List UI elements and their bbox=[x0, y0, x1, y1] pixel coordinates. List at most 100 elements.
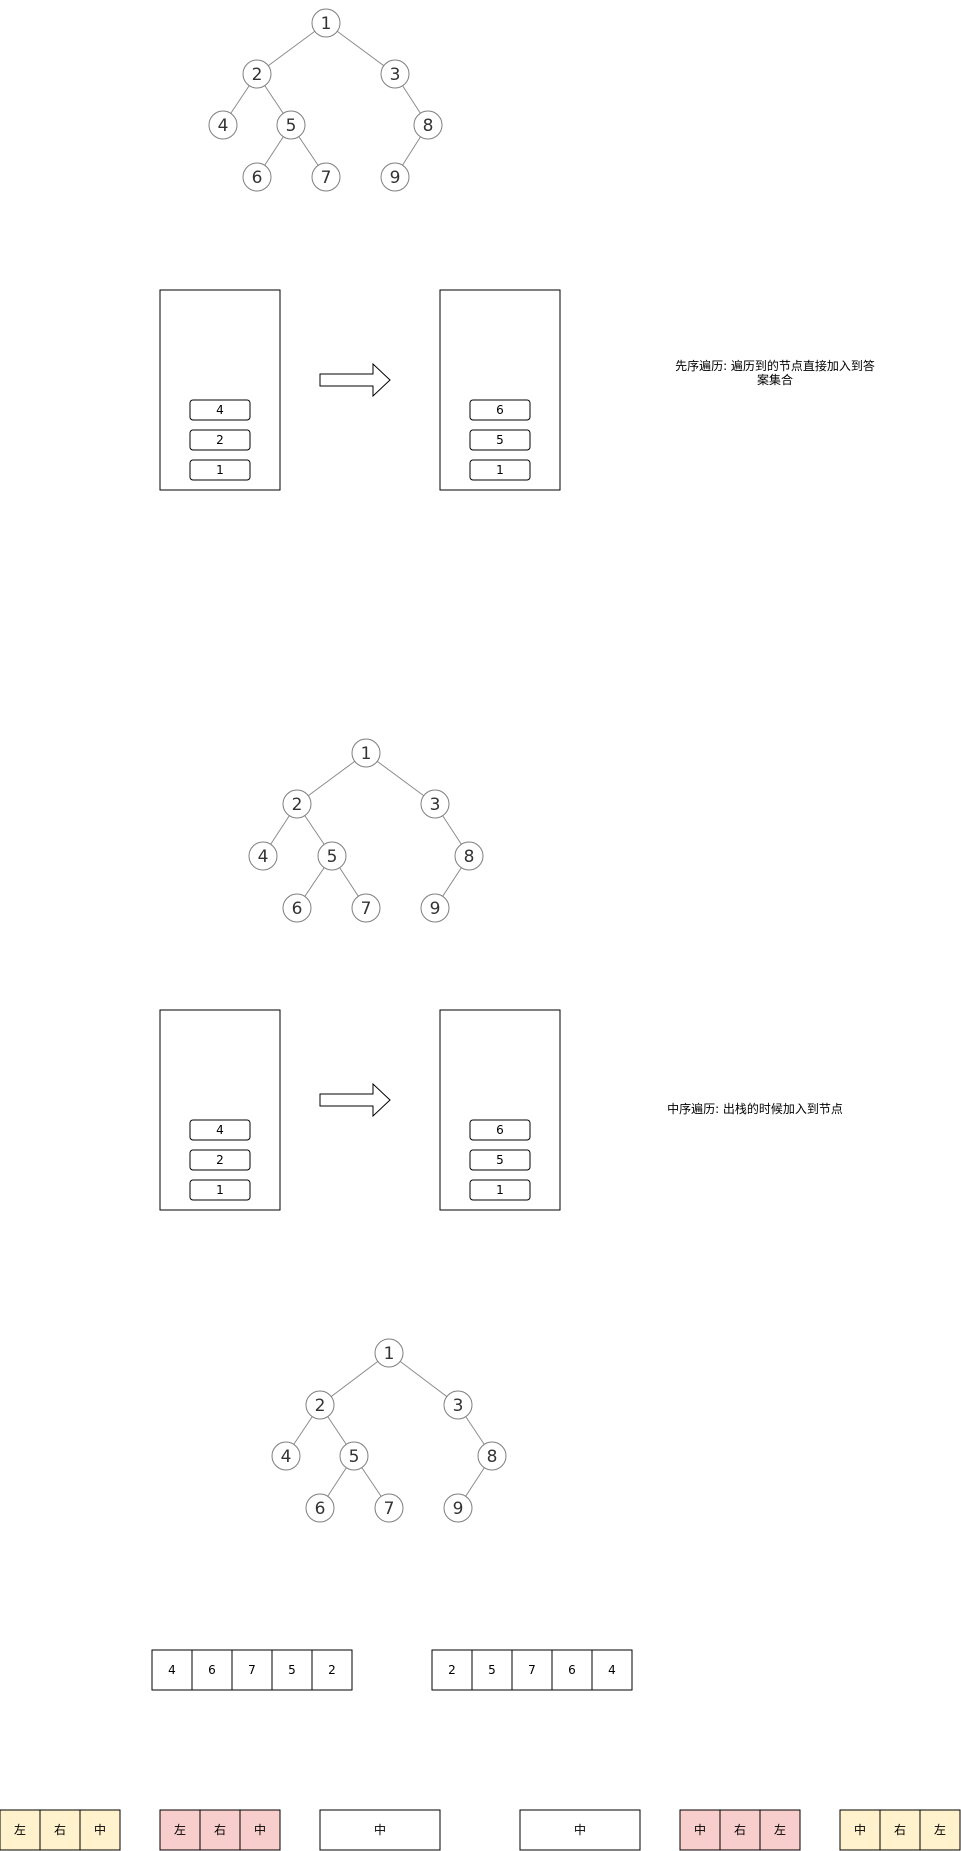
sequence-left: 4 6 7 5 2 bbox=[151, 1649, 353, 1691]
svg-text:3: 3 bbox=[453, 1396, 464, 1416]
svg-text:1: 1 bbox=[321, 14, 332, 34]
stack-item: 1 bbox=[469, 459, 531, 481]
sequence-cell: 4 bbox=[151, 1649, 193, 1691]
svg-text:6: 6 bbox=[315, 1499, 326, 1519]
order-group-2: 左 右 中 bbox=[159, 1809, 281, 1851]
svg-text:6: 6 bbox=[496, 1123, 504, 1137]
svg-text:中: 中 bbox=[574, 1822, 586, 1837]
inorder-note: 中序遍历: 出栈的时候加入到节点 bbox=[667, 1102, 843, 1116]
svg-text:4: 4 bbox=[608, 1663, 616, 1677]
svg-text:5: 5 bbox=[288, 1663, 296, 1677]
order-group-3: 中 bbox=[319, 1809, 441, 1851]
svg-text:1: 1 bbox=[216, 1183, 224, 1197]
tree-node: 5 bbox=[276, 110, 306, 140]
order-group-1: 左 右 中 bbox=[0, 1809, 121, 1851]
tree-node: 2 bbox=[242, 59, 272, 89]
tree-node: 1 bbox=[311, 8, 341, 38]
svg-text:9: 9 bbox=[390, 168, 401, 188]
tree-node: 9 bbox=[380, 162, 410, 192]
order-group-4: 中 bbox=[519, 1809, 641, 1851]
svg-text:5: 5 bbox=[286, 116, 297, 136]
tree-node: 6 bbox=[282, 893, 312, 923]
stack-item: 6 bbox=[469, 1119, 531, 1141]
svg-text:中: 中 bbox=[254, 1822, 266, 1837]
svg-text:左: 左 bbox=[14, 1822, 26, 1837]
stack-item: 5 bbox=[469, 1149, 531, 1171]
sequence-cell: 4 bbox=[591, 1649, 633, 1691]
order-cell: 中 bbox=[519, 1809, 641, 1851]
svg-text:中: 中 bbox=[694, 1822, 706, 1837]
svg-text:中: 中 bbox=[854, 1822, 866, 1837]
svg-text:2: 2 bbox=[292, 795, 303, 815]
tree-node: 5 bbox=[317, 841, 347, 871]
tree-node: 3 bbox=[420, 789, 450, 819]
svg-text:2: 2 bbox=[328, 1663, 336, 1677]
order-cell: 右 bbox=[39, 1809, 81, 1851]
stack-panel-2: 4 2 1 6 5 1 bbox=[159, 1009, 561, 1211]
stack-item: 2 bbox=[189, 429, 251, 451]
binary-tree-1: 1 2 3 4 5 8 6 7 9 bbox=[208, 8, 443, 192]
svg-text:右: 右 bbox=[894, 1822, 906, 1837]
stack-container-right bbox=[439, 1009, 561, 1211]
tree-node: 9 bbox=[420, 893, 450, 923]
binary-tree-2: 1 2 3 4 5 8 6 7 9 bbox=[248, 738, 484, 923]
tree-node: 7 bbox=[351, 893, 381, 923]
sequence-cell: 5 bbox=[271, 1649, 313, 1691]
svg-text:5: 5 bbox=[496, 433, 504, 447]
tree-node: 3 bbox=[380, 59, 410, 89]
svg-text:8: 8 bbox=[487, 1447, 498, 1467]
svg-text:2: 2 bbox=[252, 65, 263, 85]
order-group-5: 中 右 左 bbox=[679, 1809, 801, 1851]
svg-text:2: 2 bbox=[315, 1396, 326, 1416]
svg-text:右: 右 bbox=[54, 1822, 66, 1837]
order-cell: 右 bbox=[199, 1809, 241, 1851]
stack-container-right bbox=[439, 289, 561, 491]
sequence-cell: 7 bbox=[231, 1649, 273, 1691]
svg-text:7: 7 bbox=[528, 1663, 536, 1677]
order-cell: 左 bbox=[759, 1809, 801, 1851]
tree-node: 6 bbox=[242, 162, 272, 192]
svg-text:4: 4 bbox=[281, 1447, 292, 1467]
order-group-6: 中 右 左 bbox=[839, 1809, 961, 1851]
svg-text:2: 2 bbox=[216, 1153, 224, 1167]
tree-node: 4 bbox=[248, 841, 278, 871]
tree-node: 1 bbox=[374, 1338, 404, 1368]
tree-node: 4 bbox=[271, 1441, 301, 1471]
svg-text:2: 2 bbox=[216, 433, 224, 447]
svg-text:6: 6 bbox=[208, 1663, 216, 1677]
svg-text:6: 6 bbox=[568, 1663, 576, 1677]
stack-item: 5 bbox=[469, 429, 531, 451]
svg-text:1: 1 bbox=[361, 744, 372, 764]
sequence-cell: 7 bbox=[511, 1649, 553, 1691]
svg-text:9: 9 bbox=[453, 1499, 464, 1519]
svg-text:4: 4 bbox=[216, 403, 224, 417]
tree-node: 9 bbox=[443, 1493, 473, 1523]
order-cell: 中 bbox=[239, 1809, 281, 1851]
tree-node: 1 bbox=[351, 738, 381, 768]
stack-item: 1 bbox=[189, 459, 251, 481]
order-cell: 右 bbox=[879, 1809, 921, 1851]
sequence-cell: 6 bbox=[191, 1649, 233, 1691]
svg-text:中: 中 bbox=[94, 1822, 106, 1837]
svg-text:左: 左 bbox=[174, 1822, 186, 1837]
svg-text:1: 1 bbox=[384, 1344, 395, 1364]
svg-text:右: 右 bbox=[214, 1822, 226, 1837]
svg-text:6: 6 bbox=[496, 403, 504, 417]
binary-tree-3: 1 2 3 4 5 8 6 7 9 bbox=[271, 1338, 507, 1523]
preorder-note: 先序遍历: 遍历到的节点直接加入到答案集合 bbox=[675, 359, 875, 387]
svg-text:4: 4 bbox=[258, 847, 269, 867]
svg-text:4: 4 bbox=[168, 1663, 176, 1677]
tree-node: 8 bbox=[413, 110, 443, 140]
svg-text:1: 1 bbox=[216, 463, 224, 477]
svg-text:左: 左 bbox=[934, 1822, 946, 1837]
svg-text:1: 1 bbox=[496, 1183, 504, 1197]
tree-node: 6 bbox=[305, 1493, 335, 1523]
svg-text:7: 7 bbox=[361, 899, 372, 919]
right-arrow-icon bbox=[319, 1082, 391, 1118]
svg-text:2: 2 bbox=[448, 1663, 456, 1677]
order-cell: 中 bbox=[679, 1809, 721, 1851]
svg-text:8: 8 bbox=[423, 116, 434, 136]
order-cell: 中 bbox=[319, 1809, 441, 1851]
order-cell: 中 bbox=[839, 1809, 881, 1851]
svg-text:4: 4 bbox=[216, 1123, 224, 1137]
